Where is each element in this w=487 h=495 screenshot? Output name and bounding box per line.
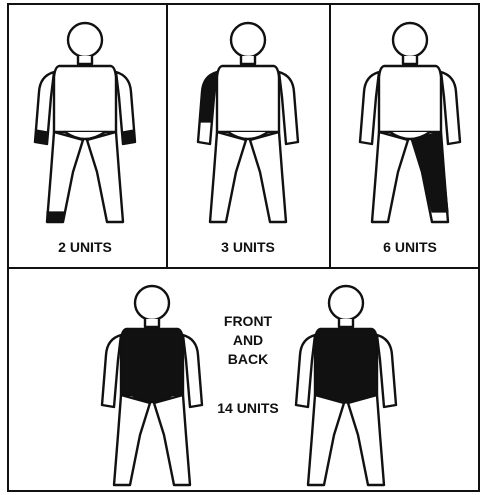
shade-torso-front [121,329,183,402]
bottom-text-line-1: FRONT [224,313,273,329]
shade-torso-back [315,329,377,403]
shade-right-arm [200,72,217,122]
figure-panel-2 [198,23,298,222]
panel-2-label: 3 UNITS [221,239,275,255]
bottom-units-label: 14 UNITS [217,400,278,416]
figure-panel-1 [35,23,135,222]
shade-left-hand [35,130,48,144]
figure-front [102,286,202,485]
panel-3-label: 6 UNITS [383,239,437,255]
shade-right-hand [122,130,135,144]
bottom-text-line-2: AND [233,332,263,348]
bottom-text-line-3: BACK [228,351,268,367]
figure-back [296,286,396,485]
panel-1-label: 2 UNITS [58,239,112,255]
figure-panel-3 [360,23,460,222]
shade-left-foot [47,212,65,222]
